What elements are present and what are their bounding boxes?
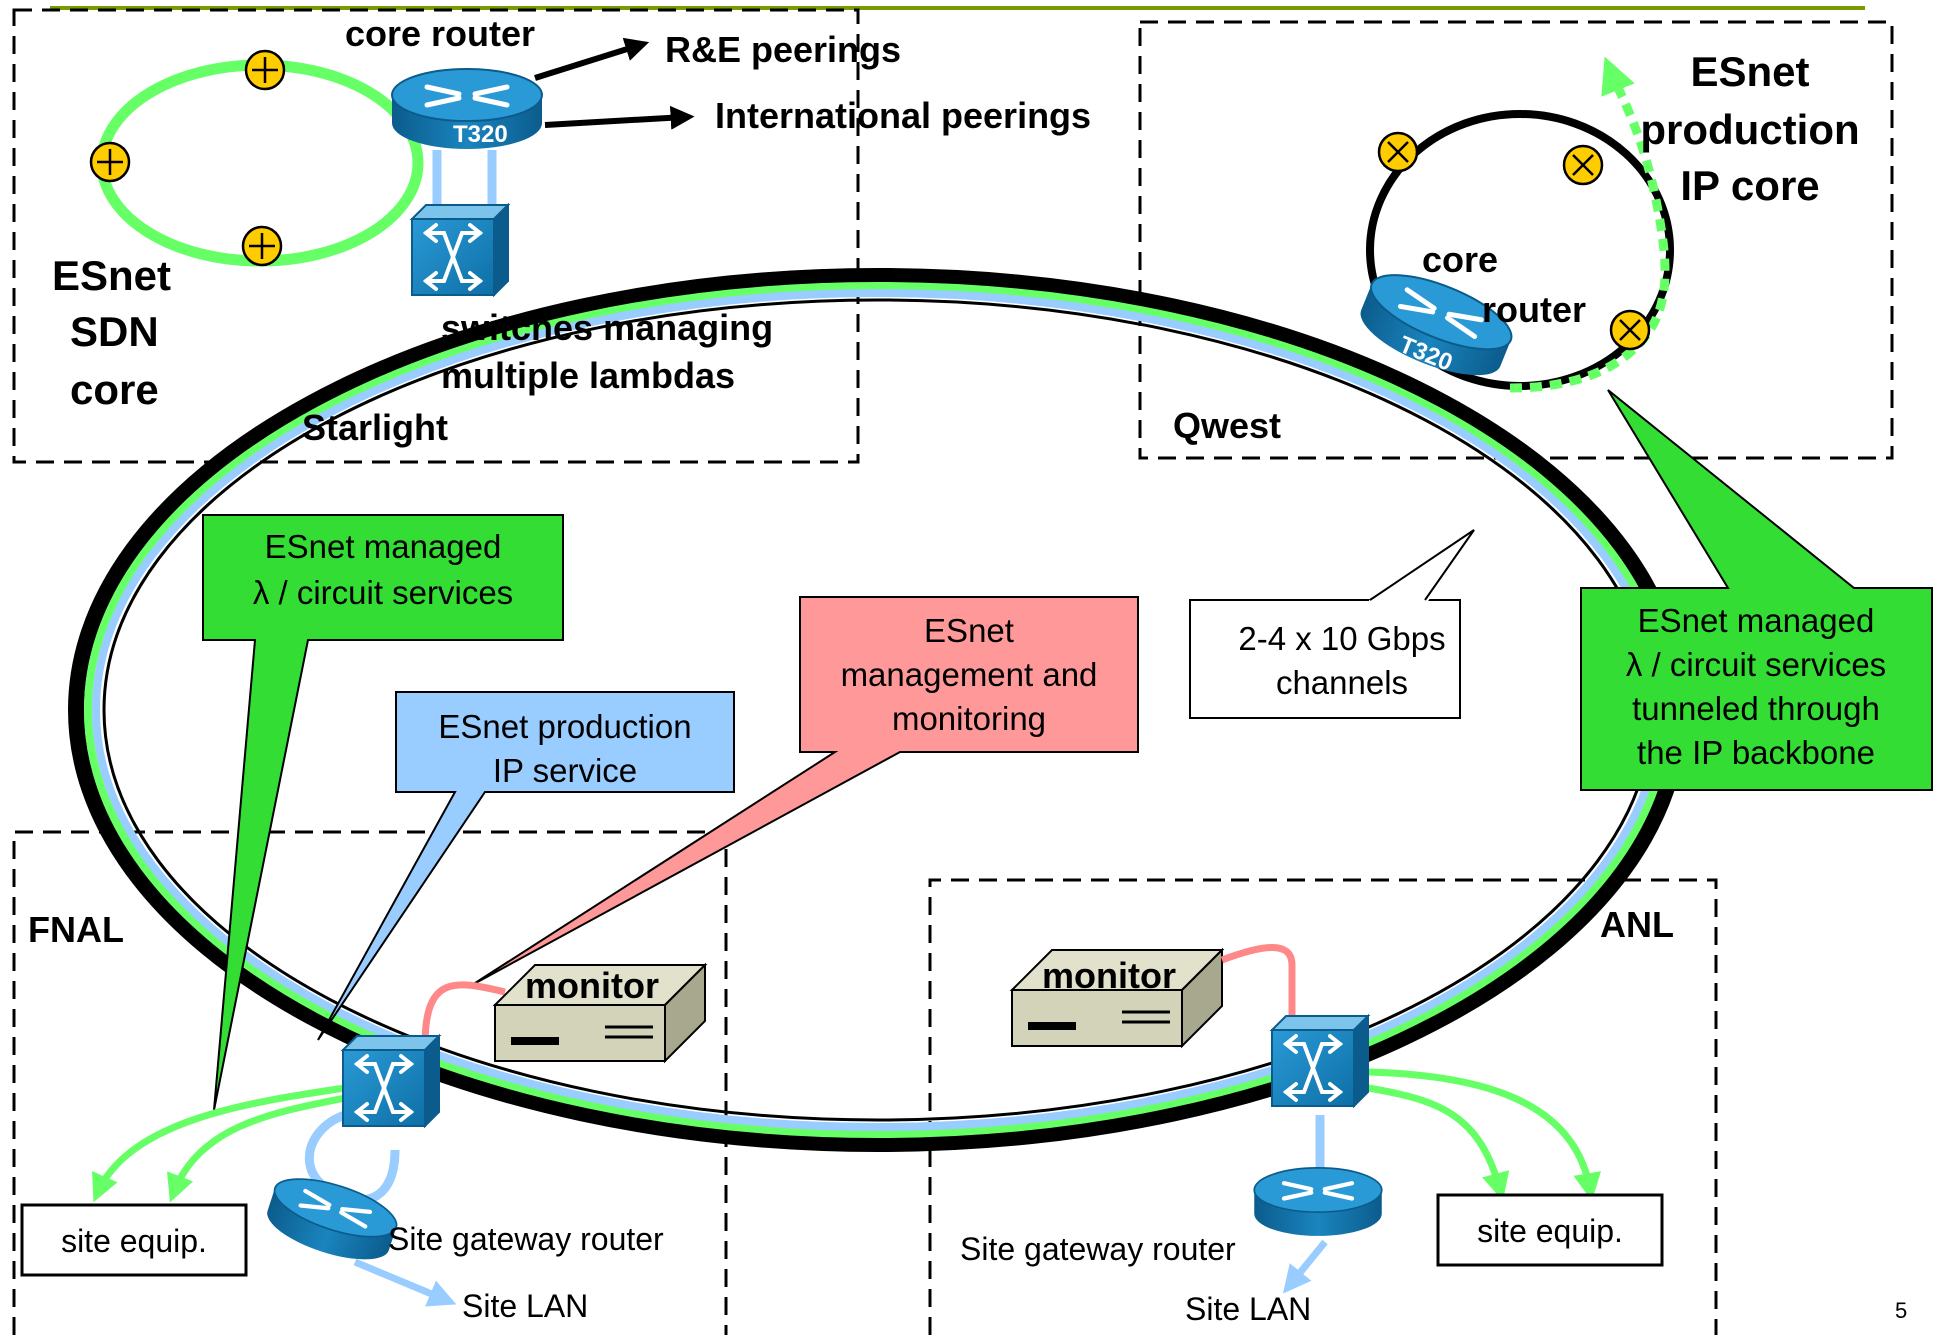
site-lan-label: Site LAN [1185, 1291, 1311, 1327]
monitor-link [421, 981, 506, 1046]
switches-label: multiple lambdas [441, 355, 735, 396]
sdn-node-icon [241, 225, 283, 267]
intl-peerings-label: International peerings [715, 95, 1091, 136]
sdn-core-title: core [70, 366, 159, 413]
anl-site-label: ANL [1600, 904, 1674, 945]
lambda-switch-icon [1270, 1014, 1370, 1108]
site-equip-box [1436, 1193, 1664, 1267]
monitor-link [1220, 944, 1296, 1020]
site-lan-arrow [353, 1258, 457, 1307]
ip-node-icon [1377, 131, 1419, 173]
page-number: 5 [1895, 1298, 1907, 1323]
ip-core-title: ESnet [1690, 48, 1809, 95]
site-lan-arrow [1282, 1239, 1328, 1294]
fnal-site-label: FNAL [28, 909, 124, 950]
ip-core-title: production [1640, 106, 1859, 153]
qwest-region [1138, 20, 1894, 460]
blue-callout-text: ESnet production [438, 708, 691, 745]
core-router-label: router [1482, 289, 1586, 330]
gateway-label: Site gateway router [388, 1221, 664, 1257]
ip-node-icon [1562, 144, 1604, 186]
starlight-region [12, 8, 860, 464]
green-callout-text: tunneled through [1632, 690, 1880, 727]
intl-peerings-arrow [544, 105, 695, 130]
red-callout-text: monitoring [892, 700, 1046, 737]
red-callout [471, 596, 1139, 986]
gateway-router-icon [261, 1167, 403, 1271]
blue-callout-text: IP service [493, 752, 637, 789]
channels-callout-text: 2-4 x 10 Gbps [1238, 620, 1445, 657]
re-peerings-arrow [534, 37, 650, 81]
re-peerings-label: R&E peerings [665, 29, 901, 70]
monitor-label: monitor [1042, 955, 1176, 996]
sdn-core-title: SDN [70, 308, 159, 355]
green-callout [1580, 389, 1933, 791]
anl-region [928, 878, 1718, 1335]
green-callout-text: ESnet managed [1638, 602, 1875, 639]
sdn-node-icon [244, 49, 286, 91]
ip-core-title: IP core [1680, 162, 1819, 209]
channels-callout-pointer-edge [1369, 529, 1475, 601]
lambda-to-site-equip [1367, 1068, 1602, 1202]
switches-label: switches managing [441, 307, 773, 348]
green-callout-text: λ / circuit services [1626, 646, 1886, 683]
qwest-site-label: Qwest [1173, 405, 1281, 446]
site-equip-label: site equip. [1477, 1213, 1623, 1249]
green-callout-text: ESnet managed [265, 528, 502, 565]
sdn-node-icon [89, 141, 131, 183]
site-lan-label: Site LAN [462, 1288, 588, 1324]
monitor-label: monitor [525, 965, 659, 1006]
fnal-region [12, 830, 728, 1335]
red-callout-text: ESnet [924, 612, 1014, 649]
gateway-label: Site gateway router [960, 1231, 1236, 1267]
blue-callout [317, 691, 735, 1041]
sdn-core-title: ESnet [52, 252, 171, 299]
lambda-to-site-equip [1367, 1084, 1510, 1201]
green-callout [202, 514, 564, 1111]
lambda-switch-icon [341, 1034, 441, 1128]
core-router-label: core [1422, 239, 1498, 280]
gateway-router-icon [1254, 1168, 1382, 1236]
site-equip-label: site equip. [61, 1223, 207, 1259]
starlight-site-label: Starlight [302, 407, 448, 448]
core-router-label: core router [345, 13, 535, 54]
lambda-switch-icon [410, 203, 510, 297]
channels-callout-text: channels [1276, 664, 1408, 701]
red-callout-text: management and [841, 656, 1098, 693]
t320-label: T320 [453, 121, 508, 148]
ip-node-icon [1609, 309, 1651, 351]
green-callout-text: λ / circuit services [253, 574, 513, 611]
site-equip-box [20, 1203, 248, 1277]
lambda-to-site-equip [167, 1094, 346, 1203]
green-callout-text: the IP backbone [1637, 734, 1875, 771]
lambda-to-site-equip [92, 1084, 346, 1203]
